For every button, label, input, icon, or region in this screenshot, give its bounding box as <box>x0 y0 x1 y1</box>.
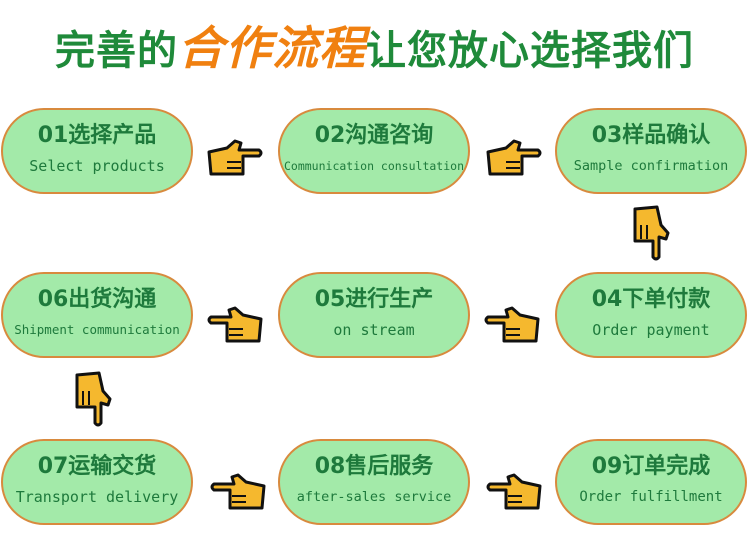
step-01: 01选择产品 Select products <box>1 108 193 194</box>
pointing-left-hand-icon <box>207 306 263 343</box>
step-subtitle: Communication consultation <box>283 159 464 173</box>
step-06: 06出货沟通 Shipment communication <box>1 272 193 358</box>
step-subtitle: Sample confirmation <box>573 158 729 174</box>
step-08: 08售后服务 after-sales service <box>278 439 470 525</box>
step-04: 04下单付款 Order payment <box>555 272 747 358</box>
pointing-left-hand-icon <box>484 306 540 343</box>
step-title: 03样品确认 <box>591 123 711 148</box>
step-title: 06出货沟通 <box>37 287 157 312</box>
pointing-right-hand-icon <box>486 139 542 176</box>
step-subtitle: Select products <box>29 157 165 175</box>
step-subtitle: after-sales service <box>296 489 452 505</box>
step-title: 04下单付款 <box>591 287 711 312</box>
pointing-left-hand-icon <box>486 473 542 510</box>
step-03: 03样品确认 Sample confirmation <box>555 108 747 194</box>
step-07: 07运输交货 Transport delivery <box>1 439 193 525</box>
pointing-down-hand-icon <box>633 205 670 261</box>
step-subtitle: on stream <box>333 321 415 339</box>
pointing-down-hand-icon <box>75 371 112 427</box>
step-subtitle: Order payment <box>592 321 710 339</box>
step-09: 09订单完成 Order fulfillment <box>555 439 747 525</box>
step-title: 01选择产品 <box>37 123 157 148</box>
step-title: 08售后服务 <box>314 454 434 479</box>
step-title: 05进行生产 <box>314 287 434 312</box>
step-02: 02沟通咨询 Communication consultation <box>278 108 470 194</box>
step-subtitle: Order fulfillment <box>579 489 723 505</box>
pointing-right-hand-icon <box>207 139 263 176</box>
step-subtitle: Transport delivery <box>15 488 179 506</box>
pointing-left-hand-icon <box>210 473 266 510</box>
step-title: 09订单完成 <box>591 454 711 479</box>
step-title: 07运输交货 <box>37 454 157 479</box>
step-title: 02沟通咨询 <box>314 123 434 148</box>
page-title: 完善的合作流程让您放心选择我们 <box>0 12 749 78</box>
title-pre: 完善的 <box>55 28 178 74</box>
title-highlight: 合作流程 <box>178 21 366 75</box>
title-post: 让您放心选择我们 <box>366 28 694 74</box>
step-05: 05进行生产 on stream <box>278 272 470 358</box>
step-subtitle: Shipment communication <box>14 322 180 337</box>
